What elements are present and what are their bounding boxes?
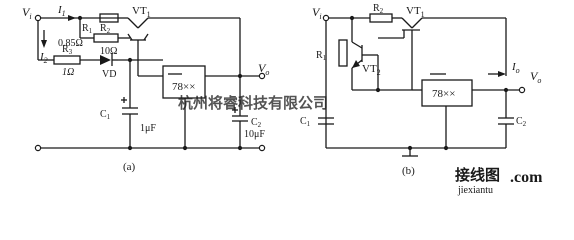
circuit-b-vt2-transistor bbox=[352, 60, 360, 68]
watermark-url: jiexiantu bbox=[457, 185, 493, 196]
circuit-b-vout-label: Vo bbox=[530, 69, 541, 85]
circuit-b-wires bbox=[325, 17, 520, 157]
circuit-b-io-label: Io bbox=[511, 61, 520, 75]
circuit-a-c2-capacitor bbox=[232, 107, 248, 122]
circuit-a-c1-value: 1μF bbox=[140, 123, 156, 134]
watermark-logo-domain: .com bbox=[510, 169, 543, 186]
circuit-b-output-terminal bbox=[518, 86, 526, 94]
circuit-a-r2 bbox=[93, 33, 119, 43]
circuit-b-caption: (b) bbox=[402, 165, 415, 177]
circuit-b-c1-capacitor bbox=[318, 117, 334, 125]
circuit-b-vt1-transistor bbox=[402, 29, 420, 38]
circuit-a-vt1-label: VT1 bbox=[132, 5, 151, 19]
circuit-a-ground-right-terminal bbox=[258, 144, 266, 152]
circuit-a-regulator bbox=[162, 65, 206, 99]
circuit-a-input-terminal bbox=[34, 14, 42, 22]
circuit-a-r2-value: 10Ω bbox=[100, 46, 117, 57]
circuit-a-r2-label: R2 bbox=[100, 23, 111, 35]
circuit-b-regulator bbox=[421, 79, 473, 107]
circuit-a-i1-label: I1 bbox=[57, 4, 66, 18]
circuit-b-regulator-label: 78×× bbox=[432, 88, 455, 100]
circuit-b-r2 bbox=[369, 13, 393, 23]
circuit-a-r3 bbox=[53, 55, 81, 65]
circuit-b-r2-label: R2 bbox=[373, 3, 384, 15]
circuit-b-vin-label: Vi bbox=[312, 5, 322, 21]
circuit-a-r3-label: R3 bbox=[62, 44, 73, 56]
circuit-a-vout-label: Vo bbox=[258, 61, 269, 77]
circuit-a-c2-label: C2 bbox=[251, 117, 262, 129]
circuit-diagram: Vi I1 I2 R1 0.85Ω R2 10Ω R3 1Ω VT1 VD 78… bbox=[22, 3, 543, 196]
circuit-a-c1-capacitor bbox=[121, 97, 138, 115]
circuit-a-wires bbox=[37, 17, 262, 149]
watermark-logo-text: 接线图 bbox=[455, 166, 500, 184]
circuit-a-output-terminal bbox=[258, 72, 266, 80]
circuit-b-c2-capacitor bbox=[498, 117, 514, 125]
circuit-a-junctions bbox=[77, 15, 243, 151]
circuit-b-vt1-label: VT1 bbox=[406, 5, 425, 19]
circuit-b-vt2-label: VT2 bbox=[362, 63, 381, 77]
circuit-a-r1-label: R1 bbox=[82, 23, 93, 35]
circuit-b-r1-label: R1 bbox=[316, 50, 327, 62]
circuit-b-r1 bbox=[338, 39, 348, 67]
circuit-a: Vi I1 I2 R1 0.85Ω R2 10Ω R3 1Ω VT1 VD 78… bbox=[22, 4, 269, 173]
circuit-a-caption: (a) bbox=[123, 161, 136, 173]
circuit-a-vd-label: VD bbox=[102, 69, 116, 80]
watermark: 杭州将睿科技有限公司 接线图 .com jiexiantu bbox=[178, 94, 543, 196]
circuit-a-ground-left-terminal bbox=[34, 144, 42, 152]
circuit-b-c1-label: C1 bbox=[300, 116, 311, 128]
circuit-a-r1-value: 0.85Ω bbox=[58, 38, 83, 49]
circuit-a-regulator-label: 78×× bbox=[172, 81, 195, 93]
circuit-b-c2-label: C2 bbox=[516, 116, 527, 128]
circuit-a-i2-label: I2 bbox=[39, 51, 48, 65]
circuit-a-r3-value: 1Ω bbox=[62, 67, 74, 78]
circuit-a-r1 bbox=[99, 13, 119, 23]
circuit-a-i1-arrow bbox=[68, 15, 76, 21]
circuit-a-c1-label: C1 bbox=[100, 109, 111, 121]
circuit-b: Vi R1 R2 VT1 VT2 78×× Io Vo C1 C2 (b) bbox=[300, 3, 541, 177]
circuit-a-vd-diode bbox=[100, 54, 118, 66]
circuit-a-c2-value: 10μF bbox=[244, 129, 265, 140]
watermark-company-text: 杭州将睿科技有限公司 bbox=[178, 94, 328, 112]
circuit-a-i2-arrow bbox=[41, 40, 47, 48]
circuit-b-junctions bbox=[349, 15, 509, 151]
circuit-b-input-terminal bbox=[322, 14, 330, 22]
circuit-b-io-arrow bbox=[498, 71, 506, 77]
circuit-a-vt1-transistor bbox=[127, 33, 149, 41]
circuit-a-vin-label: Vi bbox=[22, 5, 32, 21]
